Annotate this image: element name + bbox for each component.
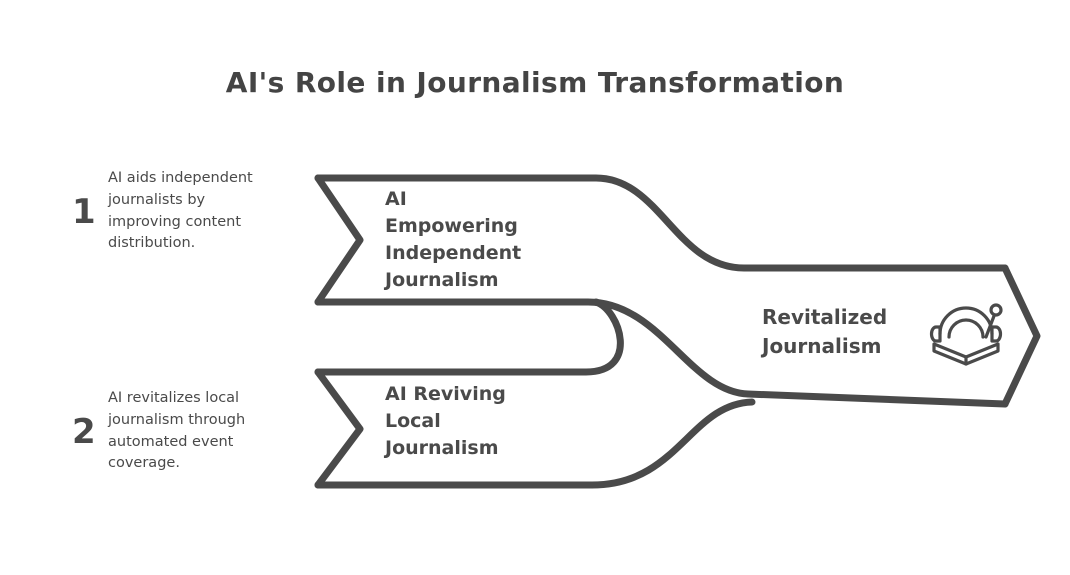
outcome-arrow-head bbox=[1001, 264, 1041, 408]
page-title: AI's Role in Journalism Transformation bbox=[225, 66, 845, 99]
annotation-2: 2 AI revitalizes local journalism throug… bbox=[72, 388, 304, 475]
flow-band-1 bbox=[314, 174, 1009, 272]
flow-band-2 bbox=[314, 298, 624, 376]
flow-band-1-notch bbox=[314, 174, 364, 306]
flow-band-1-label: AI Empowering Independent Journalism bbox=[385, 188, 522, 291]
annotation-2-text: AI revitalizes local journalism through … bbox=[108, 390, 246, 472]
annotation-1: 1 AI aids independent journalists by imp… bbox=[72, 168, 304, 255]
flow-band-2-label: AI Reviving Local Journalism bbox=[385, 383, 506, 459]
outcome-band-label: Revitalized Journalism bbox=[762, 305, 888, 358]
annotation-1-text: AI aids independent journalists by impro… bbox=[108, 170, 253, 252]
audiobook-headset-icon bbox=[929, 303, 1003, 366]
annotation-1-number: 1 bbox=[72, 191, 96, 232]
flow-band-2-notch bbox=[314, 368, 364, 489]
flow-band-2-lower bbox=[314, 398, 756, 489]
annotation-2-number: 2 bbox=[72, 411, 96, 452]
